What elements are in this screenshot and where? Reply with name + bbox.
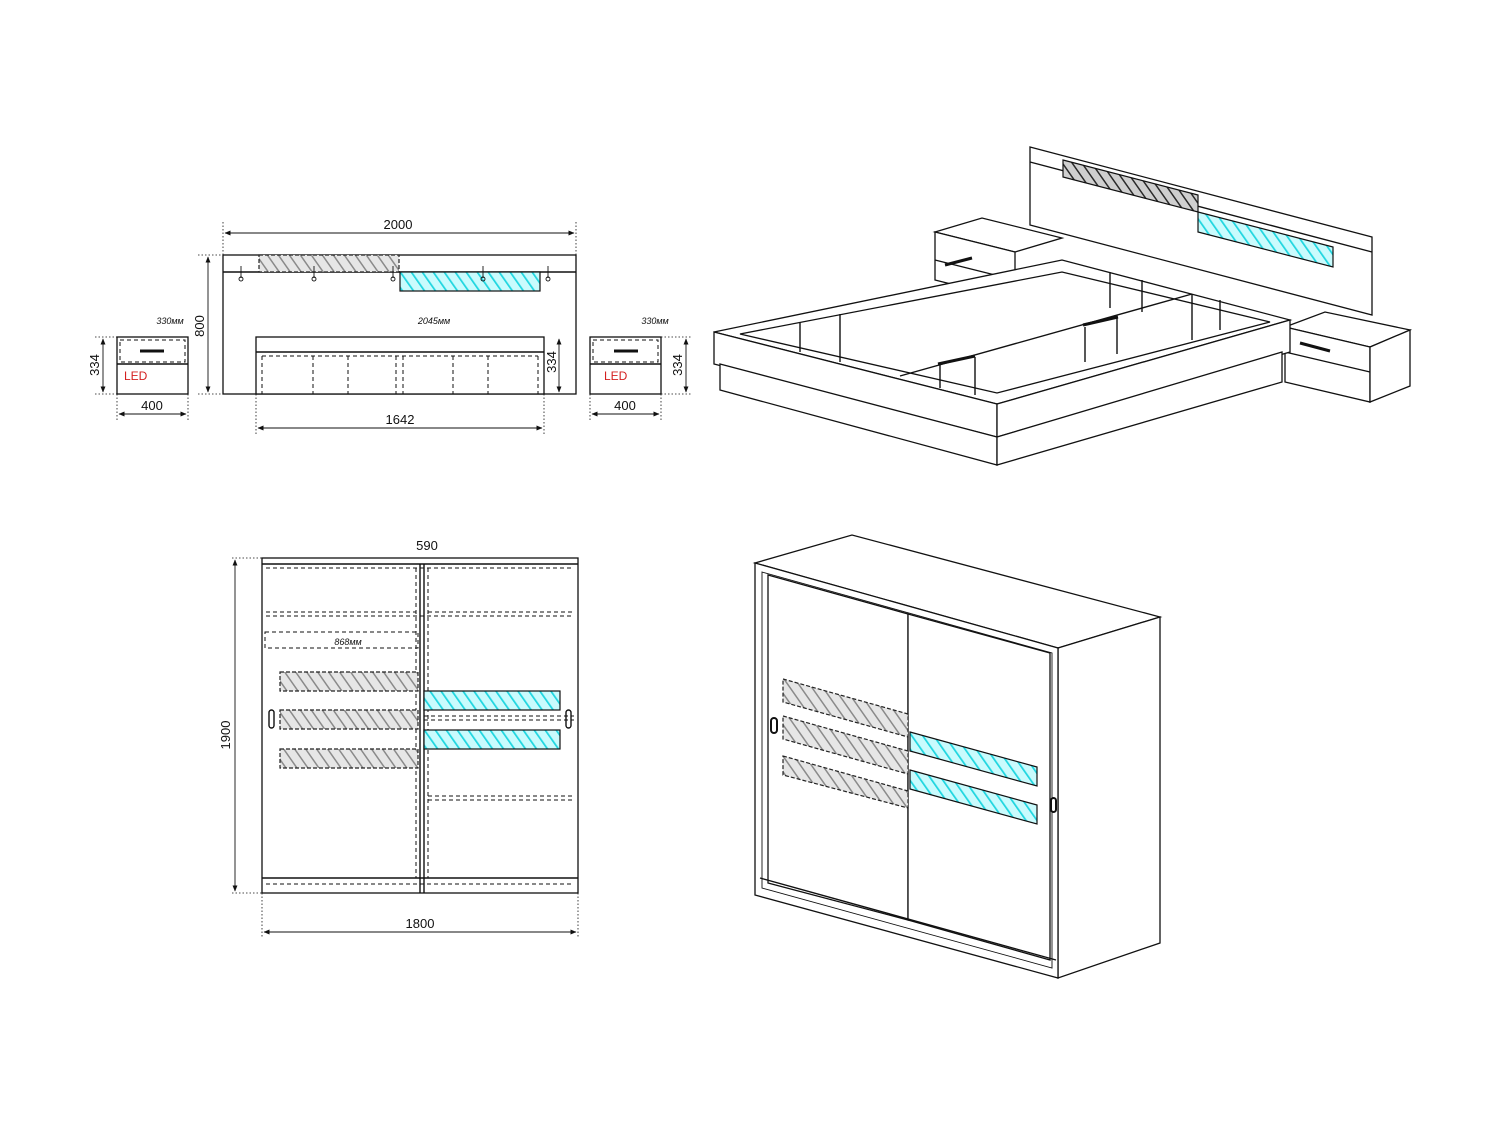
nightstand-left-front: 330мм LED 334 400 bbox=[87, 316, 189, 420]
wardrobe-grey-panel-2 bbox=[279, 709, 419, 730]
wardrobe-grey-panel-3 bbox=[279, 748, 419, 769]
wardrobe-isometric-view bbox=[752, 534, 1163, 979]
bed-base-height-label: 334 bbox=[544, 351, 559, 373]
bed-iso-led-strip bbox=[1197, 211, 1334, 268]
nightstand-left-led-label: LED bbox=[124, 369, 148, 383]
nightstand-right-width-label: 400 bbox=[614, 398, 636, 413]
wardrobe-height-label: 1900 bbox=[218, 721, 233, 750]
wardrobe-front-view: 590 868мм 1900 bbox=[218, 538, 579, 938]
bed-width-label: 2000 bbox=[384, 217, 413, 232]
nightstand-left-depth-label: 330мм bbox=[156, 316, 183, 326]
nightstand-right-height-label: 334 bbox=[670, 354, 685, 376]
bed-isometric-view bbox=[713, 146, 1413, 466]
bed-front-view: 2000 800 2045мм bbox=[192, 217, 577, 434]
wardrobe-grey-panel-1 bbox=[279, 671, 419, 692]
wardrobe-right-handle bbox=[565, 709, 572, 729]
nightstand-right-front: 330мм LED 334 400 bbox=[589, 316, 692, 420]
wardrobe-inner-width-label: 868мм bbox=[334, 637, 361, 647]
wardrobe-width-label: 1800 bbox=[406, 916, 435, 931]
nightstand-right-depth-label: 330мм bbox=[641, 316, 668, 326]
bed-base-width-label: 1642 bbox=[386, 412, 415, 427]
nightstand-right-led-label: LED bbox=[604, 369, 628, 383]
bed-length-label: 2045мм bbox=[417, 316, 450, 326]
bed-height-label: 800 bbox=[192, 315, 207, 337]
wardrobe-iso-right-door bbox=[907, 613, 1051, 961]
wardrobe-depth-label: 590 bbox=[416, 538, 438, 553]
headboard-grey-panel bbox=[258, 254, 400, 273]
wardrobe-left-handle bbox=[268, 709, 275, 729]
nightstand-left-height-label: 334 bbox=[87, 354, 102, 376]
nightstand-left-width-label: 400 bbox=[141, 398, 163, 413]
headboard-led-strip bbox=[399, 271, 541, 292]
wardrobe-cyan-panel-1 bbox=[423, 690, 561, 711]
wardrobe-cyan-panel-2 bbox=[423, 729, 561, 750]
bed-base bbox=[255, 336, 545, 395]
